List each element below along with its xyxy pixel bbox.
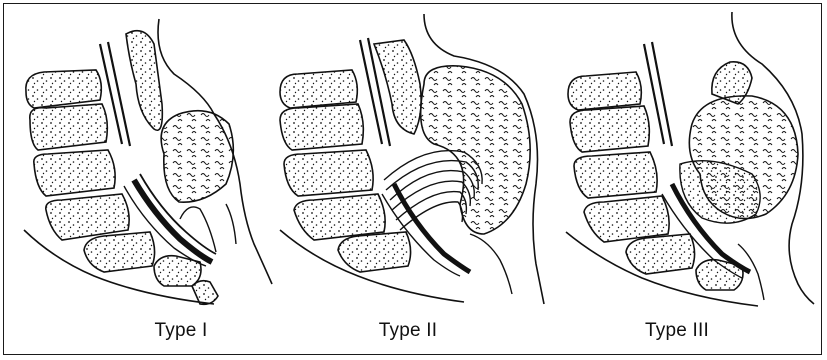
panel-type-2	[274, 4, 549, 314]
caption-type-1: Type I	[81, 320, 281, 342]
panel-type-3	[552, 4, 820, 314]
illustration-type-3	[552, 4, 820, 314]
illustration-type-1	[4, 4, 274, 314]
pelvic-organ	[161, 111, 233, 203]
pelvic-organ	[421, 66, 530, 234]
caption-type-3: Type III	[577, 320, 777, 342]
illustration-type-2	[274, 4, 549, 314]
figure-frame: Type I Type II Type III	[3, 3, 822, 355]
caption-type-2: Type II	[308, 320, 508, 342]
anterior-organ	[126, 31, 162, 131]
anterior-organ	[374, 40, 421, 134]
panel-type-1	[4, 4, 274, 314]
